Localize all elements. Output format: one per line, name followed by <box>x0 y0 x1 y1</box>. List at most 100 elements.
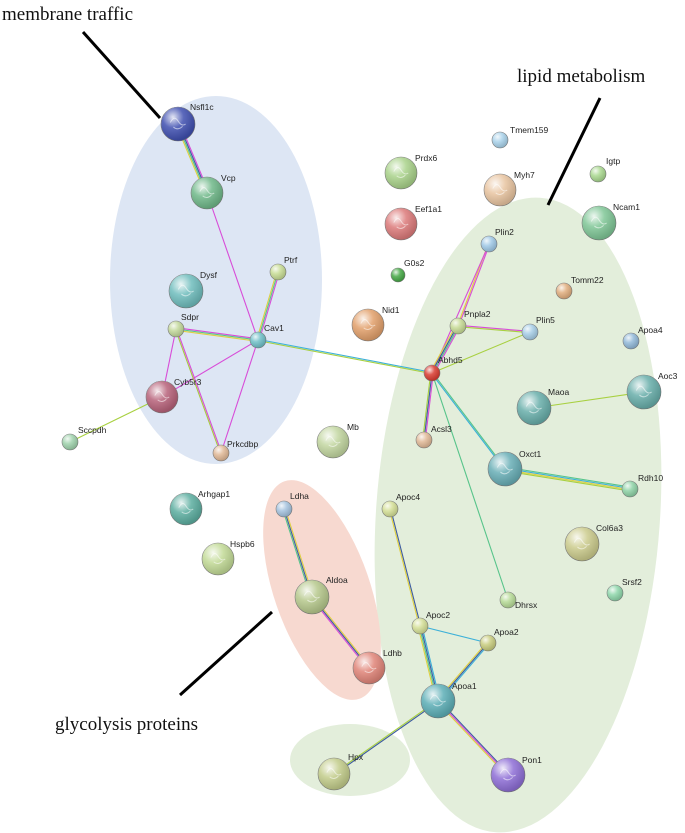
node-cyb5r3[interactable]: Cyb5r3 <box>145 377 202 414</box>
node-prkcdbp[interactable]: Prkcdbp <box>212 439 258 462</box>
node-shine <box>481 236 497 252</box>
node-abhd5[interactable]: Abhd5 <box>423 355 463 382</box>
node-hspb6[interactable]: Hspb6 <box>201 539 255 576</box>
edge-evidence-line <box>258 272 280 341</box>
node-nsfl1c[interactable]: Nsfl1c <box>160 102 214 142</box>
structure-thumbnail <box>326 768 342 779</box>
node-aoc3[interactable]: Aoc3 <box>626 371 678 410</box>
node-ptrf[interactable]: Ptrf <box>269 255 298 281</box>
node-acsl3[interactable]: Acsl3 <box>415 424 452 449</box>
edge-evidence-line <box>431 372 509 601</box>
node-prdx6[interactable]: Prdx6 <box>384 153 437 190</box>
structure-thumbnail <box>178 503 194 514</box>
node-sdpr[interactable]: Sdpr <box>167 312 199 338</box>
node-label: Ncam1 <box>613 202 640 212</box>
node-plin2[interactable]: Plin2 <box>480 227 514 253</box>
node-shine <box>382 501 398 517</box>
node-cav1[interactable]: Cav1 <box>249 323 284 349</box>
node-shine <box>607 585 623 601</box>
structure-thumbnail <box>177 284 194 297</box>
node-dysf[interactable]: Dysf <box>168 270 218 309</box>
node-label: Abhd5 <box>438 355 463 365</box>
edge-evidence-line <box>161 339 259 398</box>
node-dhrsx[interactable]: Dhrsx <box>499 591 538 610</box>
edge-evidence-line <box>504 470 630 492</box>
structure-thumbnail <box>199 187 215 198</box>
structure-thumbnail <box>154 391 170 402</box>
edge-evidence-line <box>431 331 531 374</box>
node-shine <box>623 333 639 349</box>
node-nid1[interactable]: Nid1 <box>351 305 400 342</box>
structure-thumbnail <box>635 385 652 398</box>
lipid-metabolism-region <box>374 197 662 833</box>
node-tomm22[interactable]: Tomm22 <box>555 275 604 300</box>
node-label: Vcp <box>221 173 236 183</box>
node-tmem159[interactable]: Tmem159 <box>491 125 549 149</box>
node-apoa2[interactable]: Apoa2 <box>479 627 519 652</box>
structure-thumbnail <box>429 694 446 707</box>
glycolysis-proteins-label: glycolysis proteins <box>55 714 198 735</box>
edge-pnpla2-plin5 <box>457 324 531 334</box>
edge-evidence-line <box>533 391 645 409</box>
edge-evidence-line <box>433 326 461 375</box>
edge-cyb5r3-cav1 <box>161 339 259 398</box>
node-igtp[interactable]: Igtp <box>589 156 620 183</box>
node-apoa1[interactable]: Apoa1 <box>420 681 477 719</box>
edge-evidence-line <box>257 271 279 341</box>
node-shine <box>582 206 616 240</box>
structure-thumbnail <box>525 401 542 414</box>
node-apoc4[interactable]: Apoc4 <box>381 492 420 518</box>
node-shine <box>412 618 428 634</box>
edge-oxct1-rdh10 <box>504 466 631 492</box>
structure-thumbnail <box>169 117 186 130</box>
node-ldhb[interactable]: Ldhb <box>352 648 402 685</box>
edge-abhd5-acsl3 <box>422 372 434 441</box>
node-mb[interactable]: Mb <box>316 422 359 459</box>
structure-thumbnail <box>573 537 590 550</box>
node-shine <box>590 166 606 182</box>
node-label: Arhgap1 <box>198 489 230 499</box>
node-shine <box>522 324 538 340</box>
node-label: Nid1 <box>382 305 400 315</box>
node-shine <box>191 177 223 209</box>
edge-evidence-line <box>505 466 631 488</box>
node-maoa[interactable]: Maoa <box>516 387 570 426</box>
edge-evidence-line <box>422 372 432 440</box>
node-shine <box>391 268 405 282</box>
edge-sdpr-cav1 <box>175 327 259 342</box>
node-oxct1[interactable]: Oxct1 <box>487 449 541 487</box>
node-apoa4[interactable]: Apoa4 <box>622 325 663 350</box>
node-ldha[interactable]: Ldha <box>275 491 309 518</box>
node-ncam1[interactable]: Ncam1 <box>581 202 640 241</box>
node-label: Cyb5r3 <box>174 377 202 387</box>
edge-evidence-line <box>334 701 439 775</box>
node-shine <box>168 321 184 337</box>
edge-evidence-line <box>174 329 221 454</box>
node-aldoa[interactable]: Aldoa <box>294 575 348 615</box>
edge-evidence-line <box>432 326 460 374</box>
node-label: Hspb6 <box>230 539 255 549</box>
node-myh7[interactable]: Myh7 <box>483 170 535 207</box>
node-shine <box>385 208 417 240</box>
node-vcp[interactable]: Vcp <box>190 173 236 210</box>
node-label: Igtp <box>606 156 620 166</box>
node-shine <box>488 452 522 486</box>
node-eef1a1[interactable]: Eef1a1 <box>384 204 442 241</box>
node-hpx[interactable]: Hpx <box>317 752 364 791</box>
node-srsf2[interactable]: Srsf2 <box>606 577 642 602</box>
node-pnpla2[interactable]: Pnpla2 <box>449 309 491 335</box>
node-plin5[interactable]: Plin5 <box>521 315 555 341</box>
node-apoc2[interactable]: Apoc2 <box>411 610 450 635</box>
node-label: Tomm22 <box>571 275 604 285</box>
node-sccpdh[interactable]: Sccpdh <box>61 425 107 451</box>
node-pon1[interactable]: Pon1 <box>490 755 542 793</box>
node-col6a3[interactable]: Col6a3 <box>564 523 623 562</box>
membrane-traffic-label: membrane traffic <box>2 4 133 25</box>
node-label: Rdh10 <box>638 473 663 483</box>
node-label: Aoc3 <box>658 371 678 381</box>
node-rdh10[interactable]: Rdh10 <box>621 473 663 498</box>
node-g0s2[interactable]: G0s2 <box>390 258 425 283</box>
node-label: Eef1a1 <box>415 204 442 214</box>
node-arhgap1[interactable]: Arhgap1 <box>169 489 230 526</box>
